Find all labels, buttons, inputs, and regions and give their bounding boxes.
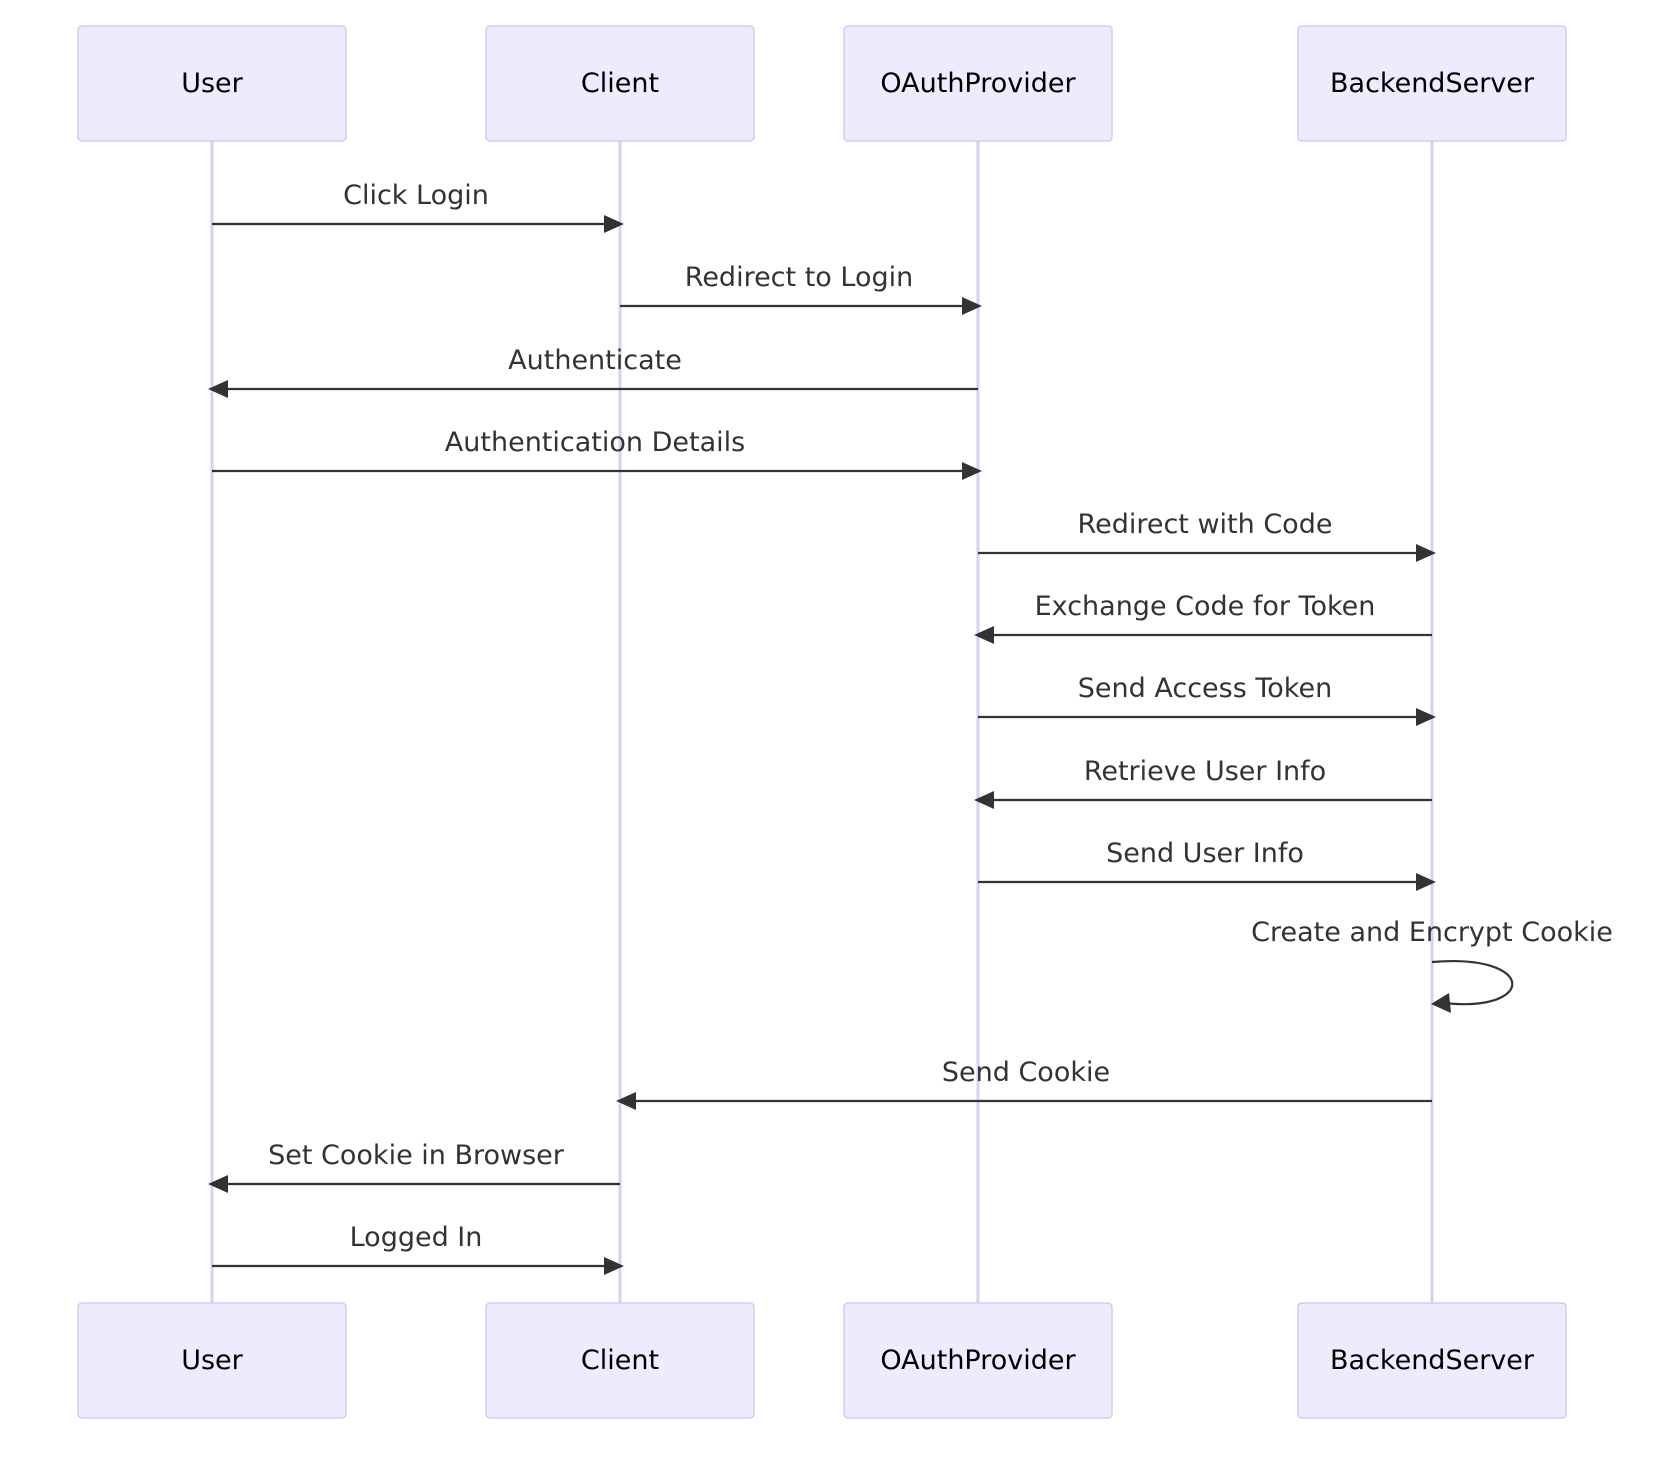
- actor-top-user: User: [77, 25, 347, 142]
- arrow-head-icon: [962, 297, 982, 315]
- actor-bottom-client: Client: [485, 1302, 755, 1419]
- message-label: Send Cookie: [942, 1057, 1110, 1088]
- arrow-head-icon: [962, 462, 982, 480]
- message-label: Set Cookie in Browser: [268, 1140, 565, 1171]
- actor-label: User: [181, 1345, 243, 1376]
- message-label: Retrieve User Info: [1084, 756, 1326, 787]
- arrow-head-icon: [1431, 993, 1451, 1013]
- actor-box: [1297, 1302, 1567, 1419]
- arrow-head-icon: [208, 380, 228, 398]
- actor-label: BackendServer: [1330, 1345, 1535, 1376]
- message-label: Authenticate: [508, 345, 682, 376]
- actor-label: OAuthProvider: [880, 1345, 1076, 1376]
- message-6: Exchange Code for Token: [974, 591, 1432, 644]
- message-13: Logged In: [212, 1222, 624, 1275]
- actor-label: User: [181, 68, 243, 99]
- arrow-head-icon: [604, 215, 624, 233]
- actor-top-oauth: OAuthProvider: [843, 25, 1113, 142]
- message-label: Exchange Code for Token: [1035, 591, 1376, 622]
- actors-top: User Client OAuthProvider BackendServer: [77, 25, 1567, 142]
- arrow-head-icon: [974, 626, 994, 644]
- message-3: Authenticate: [208, 345, 978, 398]
- message-2: Redirect to Login: [620, 262, 982, 315]
- actor-box: [1297, 25, 1567, 142]
- actor-label: Client: [581, 1345, 659, 1376]
- actor-box: [485, 1302, 755, 1419]
- message-label: Send User Info: [1106, 838, 1304, 869]
- actor-box: [77, 25, 347, 142]
- message-1: Click Login: [212, 180, 624, 233]
- message-label: Redirect to Login: [685, 262, 913, 293]
- message-label: Logged In: [350, 1222, 483, 1253]
- message-12: Set Cookie in Browser: [208, 1140, 620, 1193]
- arrow-head-icon: [974, 791, 994, 809]
- actor-top-client: Client: [485, 25, 755, 142]
- lifelines: [210, 141, 1434, 1303]
- actor-bottom-user: User: [77, 1302, 347, 1419]
- message-label: Redirect with Code: [1078, 509, 1333, 540]
- actor-box: [77, 1302, 347, 1419]
- message-10: Create and Encrypt Cookie: [1251, 917, 1613, 1013]
- message-7: Send Access Token: [978, 673, 1436, 726]
- actor-box: [485, 25, 755, 142]
- actor-box: [843, 1302, 1113, 1419]
- actor-bottom-oauth: OAuthProvider: [843, 1302, 1113, 1419]
- message-11: Send Cookie: [616, 1057, 1432, 1110]
- arrow-head-icon: [1416, 708, 1436, 726]
- message-4: Authentication Details: [212, 427, 982, 480]
- actor-label: Client: [581, 68, 659, 99]
- arrow-head-icon: [1416, 544, 1436, 562]
- actor-label: BackendServer: [1330, 68, 1535, 99]
- arrow-head-icon: [604, 1257, 624, 1275]
- actor-label: OAuthProvider: [880, 68, 1076, 99]
- message-label: Click Login: [343, 180, 489, 211]
- arrow-head-icon: [1416, 873, 1436, 891]
- message-label: Create and Encrypt Cookie: [1251, 917, 1613, 948]
- message-5: Redirect with Code: [978, 509, 1436, 562]
- arrow-head-icon: [208, 1175, 228, 1193]
- actor-top-backend: BackendServer: [1297, 25, 1567, 142]
- message-label: Authentication Details: [445, 427, 745, 458]
- actor-bottom-backend: BackendServer: [1297, 1302, 1567, 1419]
- actors-bottom: User Client OAuthProvider BackendServer: [77, 1302, 1567, 1419]
- message-label: Send Access Token: [1078, 673, 1332, 704]
- arrow-head-icon: [616, 1092, 636, 1110]
- actor-box: [843, 25, 1113, 142]
- message-line: [1431, 960, 1514, 1006]
- message-8: Retrieve User Info: [974, 756, 1432, 809]
- message-9: Send User Info: [978, 838, 1436, 891]
